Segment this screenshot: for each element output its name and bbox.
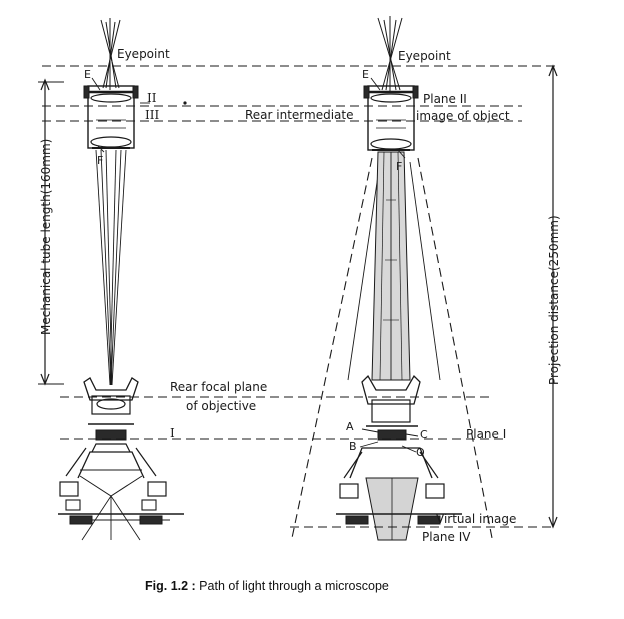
figure-caption: Fig. 1.2 : Path of light through a micro…: [145, 579, 389, 593]
eyepoint-right-label: Eyepoint: [398, 49, 451, 63]
plane-iv-label: Plane IV: [422, 530, 471, 544]
roman-ii-label: II: [147, 91, 157, 105]
plane-i-label: Plane I: [466, 427, 506, 441]
right-eyepiece: [363, 85, 419, 151]
roman-i-label: I: [170, 426, 175, 440]
left-objective: [58, 377, 184, 525]
left-microscope: [58, 18, 184, 541]
b-label: B: [349, 440, 357, 453]
roman-iii-label: III: [145, 108, 159, 122]
label-leaders: [91, 77, 419, 453]
f-left-label: F: [97, 154, 103, 167]
right-microscope: [291, 16, 493, 541]
f-right-label: F: [396, 160, 402, 173]
right-eyepoint-rays: [377, 16, 403, 92]
mechanical-tube-length-label: Mechanical tube length(160mm): [39, 139, 53, 335]
figure-caption-text: Path of light through a microscope: [196, 579, 389, 593]
projection-cone-lines: [291, 157, 493, 539]
right-objective: [336, 374, 462, 541]
left-eyepiece: [83, 85, 139, 149]
virtual-image-label: Virtual image: [436, 512, 516, 526]
figure-caption-number: Fig. 1.2 :: [145, 579, 196, 593]
plane-ii-label: Plane II: [423, 92, 467, 106]
right-tube-beam: [371, 151, 411, 381]
o-label: O: [416, 446, 425, 459]
eyepoint-left-label: Eyepoint: [117, 47, 170, 61]
a-label: A: [346, 420, 354, 433]
c-label: C: [420, 428, 428, 441]
left-eyepoint-rays: [100, 18, 121, 90]
e-right-label: E: [362, 68, 369, 81]
projection-distance-label: Projection distance(250mm): [547, 215, 561, 385]
plane-lines: [42, 65, 560, 528]
projection-distance-dimension: [548, 64, 558, 529]
e-left-label: E: [84, 68, 91, 81]
rear-intermediate-label: Rear intermediate: [245, 108, 354, 122]
rear-focal-plane-label-line2: of objective: [186, 399, 256, 413]
image-of-object-label: image of object: [416, 109, 510, 123]
left-illumination-rays: [81, 495, 141, 541]
rear-focal-plane-label-line1: Rear focal plane: [170, 380, 267, 394]
left-tube-rays: [95, 149, 127, 386]
mechanical-tube-length-dimension: [38, 78, 64, 386]
